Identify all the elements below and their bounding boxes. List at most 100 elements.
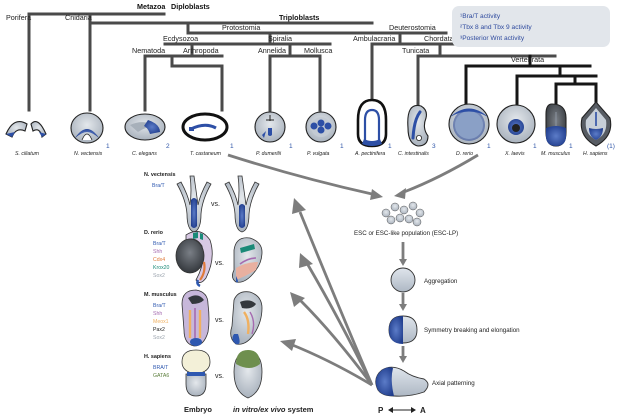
label-cnidaria: Cnidaria	[65, 13, 92, 22]
arrow-to-n-vectensis	[298, 211, 374, 386]
embryo-p-dumerilii	[254, 111, 286, 143]
species-mark-h-sapiens: (1)	[607, 143, 615, 150]
m-musculus-system-drawing	[230, 291, 263, 345]
arrowhead-axial	[399, 356, 407, 363]
model-marker-m-musculus-sox2: Sox2	[153, 335, 165, 341]
embryo-p-vulgata	[305, 111, 337, 143]
embryo-s-ciliatum	[5, 121, 47, 138]
embryo-a-pectinifera	[356, 98, 388, 148]
model-marker-h-sapiens-bra-t: BRA/T	[153, 365, 169, 371]
species-labels: S. ciliatum N. vectensis 1 C. elegans 2 …	[15, 143, 615, 157]
model-marker-d-rerio-sox2: Sox2	[153, 273, 165, 279]
m-musculus-markers: Bra/T Shh Meox1 Pax2 Sox2	[153, 303, 169, 341]
axial-patterning-shape	[375, 366, 429, 397]
step-symmetry-label: Symmetry breaking and elongation	[424, 327, 520, 334]
model-name-h-sapiens: H. sapiens	[144, 354, 171, 360]
m-musculus-embryo-drawing	[181, 289, 210, 347]
arrow-tree-to-esc-left	[227, 153, 373, 196]
species-name-p-vulgata: P. vulgata	[307, 151, 330, 157]
model-marker-m-musculus-shh: Shh	[153, 311, 162, 317]
model-name-m-musculus: M. musculus	[144, 292, 177, 298]
tree-branch-protostomia	[163, 31, 332, 46]
arrowhead-n-vectensis	[292, 198, 306, 214]
embryo-x-laevis	[496, 104, 536, 144]
arrowhead-tree-left	[370, 189, 383, 200]
species-mark-t-castaneum: 1	[230, 143, 234, 150]
model-marker-n-vectensis-bra-t: Bra/T	[152, 183, 166, 189]
tree-branch-chordata	[416, 42, 557, 58]
h-sapiens-system-drawing	[233, 350, 263, 399]
arrow-tree-to-esc-right	[403, 153, 479, 194]
label-deuterostomia: Deuterostomia	[389, 23, 436, 32]
arrow-to-d-rerio	[306, 264, 374, 386]
model-name-n-vectensis: N. vectensis	[144, 172, 175, 178]
species-name-c-intestinalis: C. intestinalis	[398, 151, 429, 157]
species-mark-p-dumerilii: 1	[289, 143, 293, 150]
embryo-m-musculus	[545, 103, 567, 147]
model-comparisons: N. vectensis Bra/T vs. D. rerio Bra/T Sh…	[144, 172, 314, 414]
label-ecdysozoa: Ecdysozoa	[163, 34, 198, 43]
species-name-h-sapiens: H. sapiens	[583, 151, 608, 157]
model-marker-m-musculus-pax2: Pax2	[153, 327, 165, 333]
label-in-vitro-prefix: in vitro/ex vivo	[233, 405, 286, 414]
arrows	[227, 153, 479, 387]
legend-box	[452, 6, 610, 47]
label-diploblasts: Diploblasts	[171, 2, 210, 11]
label-chordata: Chordata	[424, 34, 454, 43]
label-vertebrata: Vertebrata	[511, 55, 544, 64]
d-rerio-embryo-drawing	[175, 231, 213, 288]
step-esc-label: ESC or ESC-like population (ESC-LP)	[354, 230, 458, 237]
embryo-d-rerio	[448, 103, 490, 145]
model-marker-h-sapiens-gata6: GATA6	[153, 373, 169, 379]
aggregate-sphere	[390, 267, 416, 293]
species-name-m-musculus: M. musculus	[541, 151, 571, 157]
model-name-d-rerio: D. rerio	[144, 230, 164, 236]
vs-h-sapiens: vs.	[215, 373, 224, 380]
axis-double-arrow	[388, 407, 416, 413]
n-vectensis-system-drawing	[224, 175, 260, 233]
embryo-c-intestinalis	[407, 104, 429, 147]
species-name-c-elegans: C. elegans	[132, 151, 157, 157]
species-mark-x-laevis: 1	[533, 143, 537, 150]
arrowhead-d-rerio	[299, 253, 313, 268]
species-mark-c-elegans: 2	[166, 143, 170, 150]
arrowhead-symmetry	[399, 304, 407, 311]
tree-branch-mammalia	[554, 74, 598, 86]
model-marker-d-rerio-krox20: Krox20	[153, 265, 170, 271]
species-mark-d-rerio: 1	[487, 143, 491, 150]
label-porifera: Porifera	[6, 13, 31, 22]
embryo-n-vectensis	[70, 112, 104, 144]
n-vectensis-embryo-drawing	[176, 175, 212, 233]
species-mark-m-musculus: 1	[569, 143, 573, 150]
vs-m-musculus: vs.	[215, 317, 224, 324]
vs-n-vectensis: vs.	[211, 201, 220, 208]
arrowhead-aggregation	[399, 259, 407, 266]
label-embryo: Embryo	[184, 405, 212, 414]
esc-cell-cluster	[381, 201, 425, 227]
embryo-t-castaneum	[181, 112, 229, 142]
legend-wnt: ³Posterior Wnt activity	[460, 35, 525, 42]
label-mollusca: Mollusca	[304, 46, 332, 55]
tree-branch-arthropoda	[170, 54, 224, 112]
arrowhead-tree-right	[394, 188, 406, 199]
protocol-steps: ESC or ESC-like population (ESC-LP) Aggr…	[354, 201, 520, 415]
species-mark-a-pectinifera: 1	[388, 143, 392, 150]
model-marker-d-rerio-cdx4: Cdx4	[153, 257, 165, 263]
h-sapiens-embryo-drawing	[181, 349, 211, 397]
model-marker-d-rerio-shh: Shh	[153, 249, 162, 255]
axis-anterior-label: A	[420, 406, 426, 415]
model-marker-m-musculus-bra-t: Bra/T	[153, 303, 167, 309]
label-annelida: Annelida	[258, 46, 286, 55]
tree-branch-spiralia	[268, 42, 322, 58]
species-name-s-ciliatum: S. ciliatum	[15, 151, 40, 157]
phylogenetic-tree	[27, 12, 598, 112]
label-protostomia: Protostomia	[222, 23, 260, 32]
legend-bra-t: ¹Bra/T activity	[460, 13, 501, 20]
label-ambulacraria: Ambulacraria	[353, 34, 395, 43]
tree-branch-ecdysozoa	[143, 42, 224, 58]
tree-branch-bilateria	[186, 21, 448, 35]
label-in-vitro-system: in vitro/ex vivo system	[233, 405, 314, 414]
embryo-h-sapiens	[580, 101, 612, 147]
label-triploblasts: Triploblasts	[279, 13, 319, 22]
